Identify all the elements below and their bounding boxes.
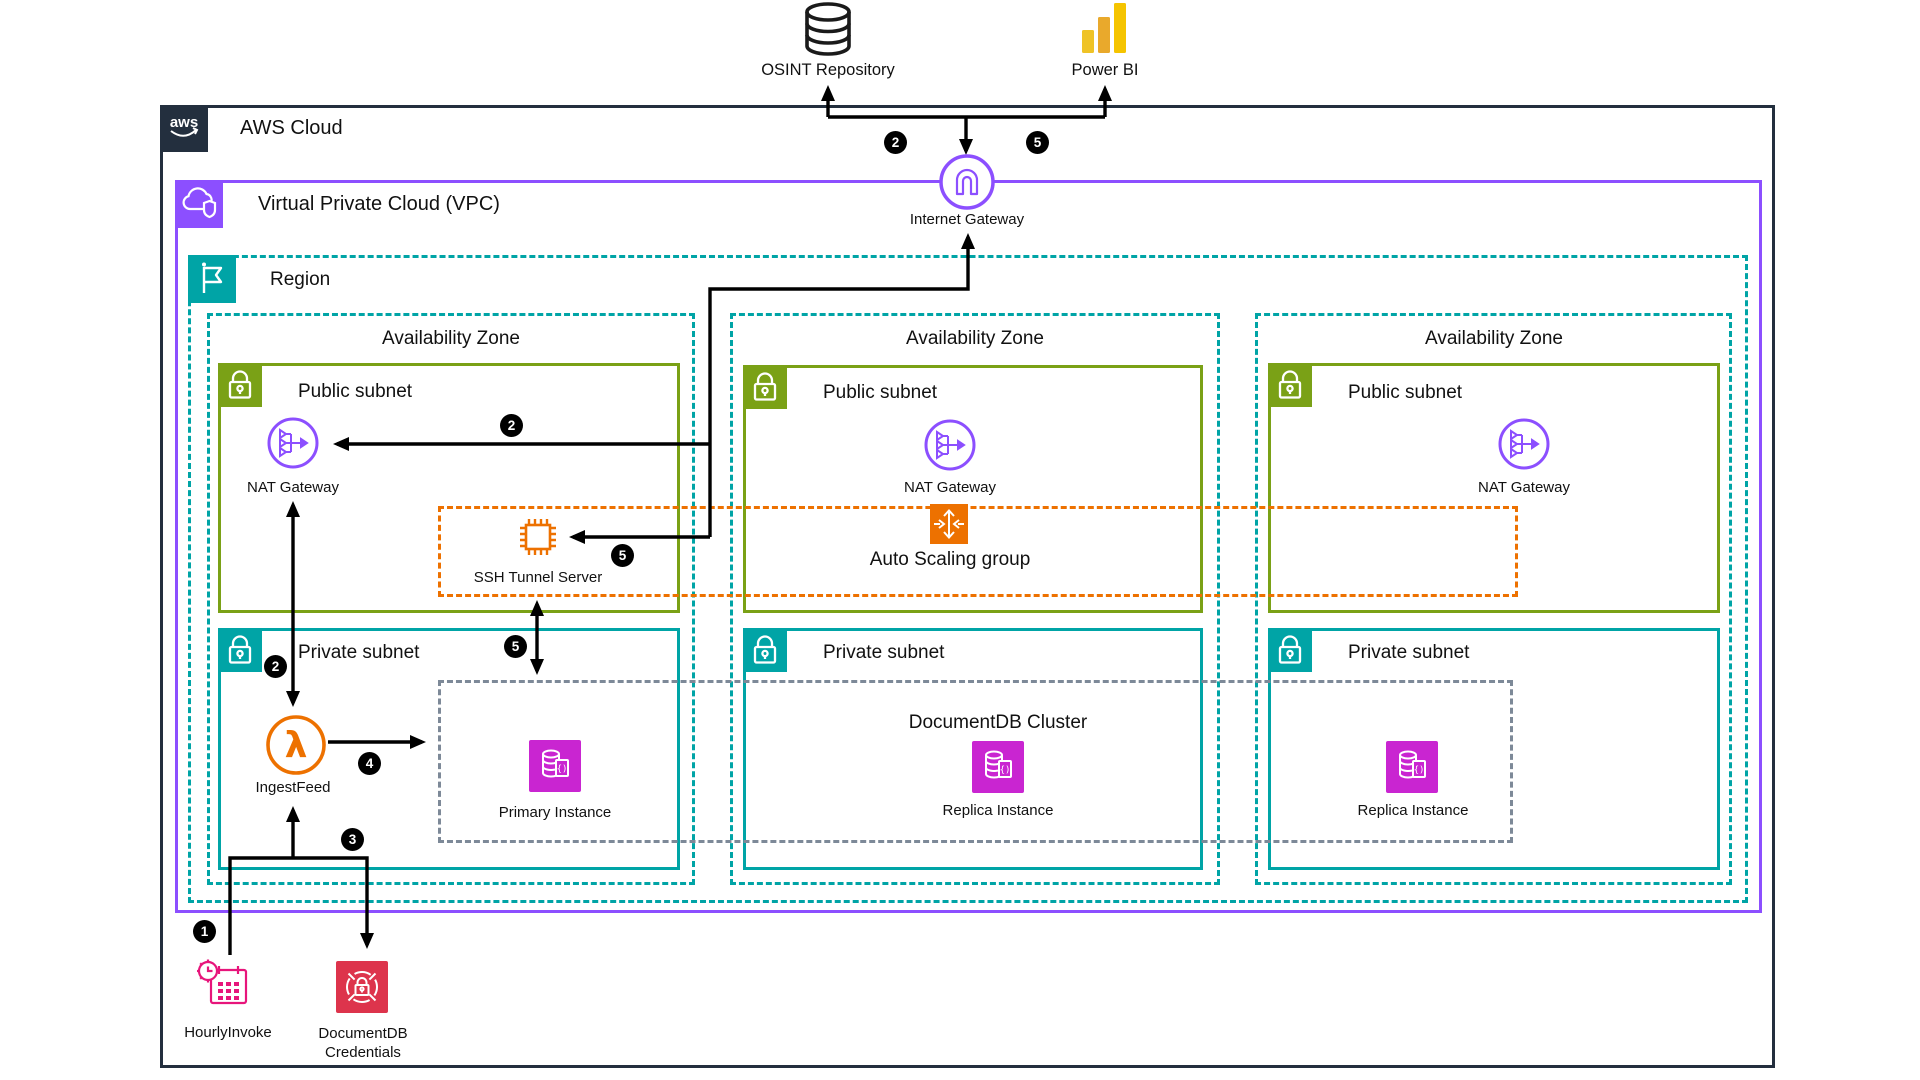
az1-label: Availability Zone (381, 328, 521, 349)
private-subnet-1-lock-icon (218, 628, 262, 672)
private-subnet-1-label: Private subnet (298, 642, 420, 663)
hourly-invoke-scheduler-icon (197, 959, 248, 1005)
private-subnet-1-box (218, 628, 680, 870)
ingestfeed-label: IngestFeed (255, 779, 331, 796)
lambda-ingestfeed-icon: λ (266, 715, 326, 775)
public-subnet-3-label: Public subnet (1348, 382, 1463, 403)
svg-text:{): {) (1414, 766, 1425, 776)
documentdb-replica-az2-icon: {) (972, 741, 1024, 793)
badge-nat-flow: 2 (500, 414, 523, 437)
nat-gateway-2-label: NAT Gateway (904, 479, 996, 496)
hourly-invoke-label: HourlyInvoke (184, 1024, 272, 1041)
ssh-tunnel-server-label: SSH Tunnel Server (473, 569, 603, 586)
documentdb-primary-icon: {) (529, 740, 581, 792)
power-bi-label: Power BI (1071, 61, 1139, 79)
public-subnet-1-box (218, 363, 680, 613)
private-subnet-2-label: Private subnet (823, 642, 945, 663)
badge-ssh-db: 5 (504, 635, 527, 658)
documentdb-replica-az3-icon: {) (1386, 741, 1438, 793)
badge-ssh-flow: 5 (611, 544, 634, 567)
public-subnet-3-box (1268, 363, 1720, 613)
availability-zone-1-box (207, 313, 695, 885)
docdb-credentials-secrets-icon (336, 961, 388, 1013)
az2-label: Availability Zone (905, 328, 1045, 349)
aws-cloud-label: AWS Cloud (240, 117, 343, 139)
internet-gateway-label: Internet Gateway (909, 211, 1025, 228)
auto-scaling-group-box (438, 506, 1518, 597)
auto-scaling-group-icon (930, 504, 968, 544)
aws-logo-icon: aws (160, 105, 208, 152)
docdb-credentials-label-line1: DocumentDB (318, 1025, 408, 1042)
vpc-icon (175, 180, 223, 228)
nat-gateway-3-icon (1498, 418, 1550, 470)
public-subnet-1-label: Public subnet (298, 381, 413, 402)
badge-powerbi-flow: 5 (1026, 131, 1049, 154)
svg-text:{): {) (1000, 766, 1011, 776)
osint-repository-db-icon (805, 2, 851, 56)
public-subnet-3-lock-icon (1268, 363, 1312, 407)
svg-text:{): {) (557, 765, 568, 775)
replica-instance-az2-label: Replica Instance (942, 802, 1054, 819)
availability-zone-3-box (1255, 313, 1732, 885)
badge-lambda-nat: 2 (264, 655, 287, 678)
public-subnet-1-lock-icon (218, 363, 262, 407)
availability-zone-2-box (730, 313, 1220, 885)
private-subnet-2-box (743, 628, 1203, 870)
nat-gateway-1-icon (267, 417, 319, 469)
private-subnet-2-lock-icon (743, 628, 787, 672)
aws-cloud-box (160, 105, 1775, 1068)
badge-hourly: 1 (193, 920, 216, 943)
private-subnet-3-label: Private subnet (1348, 642, 1470, 663)
osint-repository-label: OSINT Repository (761, 61, 895, 79)
private-subnet-3-lock-icon (1268, 628, 1312, 672)
badge-osint-flow: 2 (884, 131, 907, 154)
region-label: Region (270, 269, 331, 290)
documentdb-cluster-box (438, 680, 1513, 843)
region-flag-icon (188, 255, 236, 303)
power-bi-icon (1082, 3, 1126, 53)
nat-gateway-1-label: NAT Gateway (247, 479, 339, 496)
badge-lambda-db: 4 (358, 752, 381, 775)
public-subnet-2-lock-icon (743, 365, 787, 409)
public-subnet-2-label: Public subnet (823, 382, 938, 403)
az3-label: Availability Zone (1424, 328, 1564, 349)
nat-gateway-3-label: NAT Gateway (1478, 479, 1570, 496)
docdb-credentials-label-line2: Credentials (325, 1044, 401, 1061)
primary-instance-label: Primary Instance (498, 804, 612, 821)
ssh-tunnel-server-icon (520, 519, 556, 555)
svg-text:λ: λ (285, 725, 308, 766)
private-subnet-3-box (1268, 628, 1720, 870)
documentdb-cluster-label: DocumentDB Cluster (908, 712, 1088, 733)
svg-text:aws: aws (170, 114, 198, 131)
replica-instance-az3-label: Replica Instance (1357, 802, 1469, 819)
internet-gateway-icon (939, 154, 995, 210)
nat-gateway-2-icon (924, 419, 976, 471)
docdb-credentials-label: DocumentDB Credentials (318, 1024, 407, 1062)
badge-creds-flow: 3 (341, 828, 364, 851)
auto-scaling-group-label: Auto Scaling group (869, 549, 1031, 570)
vpc-label: Virtual Private Cloud (VPC) (258, 193, 500, 215)
